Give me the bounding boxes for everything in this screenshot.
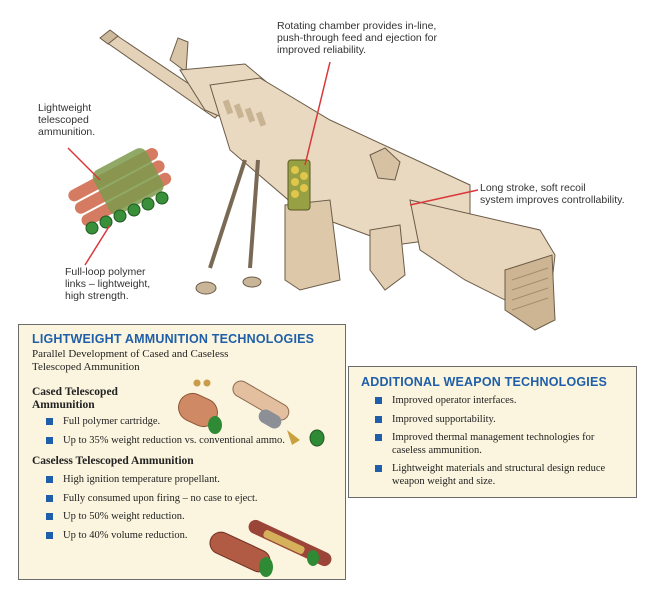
cased-ammo-illustration: [178, 379, 325, 447]
cased-heading-line: Cased Telescoped: [32, 386, 118, 398]
links-callout-line: [84, 224, 111, 266]
callout-line: Full-loop polymer: [65, 266, 146, 278]
caseless-ammo-illustration: [209, 519, 332, 577]
cased-list: Full polymer cartridge. Up to 35% weight…: [46, 416, 342, 447]
weapon-technologies-panel: ADDITIONAL WEAPON TECHNOLOGIES Improved …: [348, 366, 637, 498]
caseless-heading: Caseless Telescoped Ammunition: [32, 455, 194, 467]
subtitle-line: Telescoped Ammunition: [32, 361, 140, 373]
cased-heading-line: Ammunition: [32, 399, 95, 411]
chamber-callout: Rotating chamber provides in-line, push-…: [277, 20, 457, 56]
bipod: [208, 159, 260, 269]
weapon-list: Improved operator interfaces. Improved s…: [375, 395, 625, 494]
rotating-chamber-rounds: [287, 159, 311, 211]
chamber-callout-line: [304, 61, 331, 166]
recoil-callout: Long stroke, soft recoil system improves…: [480, 182, 640, 206]
callout-line: system improves controllability.: [480, 194, 625, 206]
callout-line: Long stroke, soft recoil: [480, 182, 586, 194]
recoil-callout-line: [409, 189, 479, 206]
list-item: Up to 40% volume reduction.: [46, 530, 342, 543]
ammo-technologies-panel: [18, 324, 346, 580]
weapon-panel-title: ADDITIONAL WEAPON TECHNOLOGIES: [361, 375, 608, 389]
subtitle-line: Parallel Development of Cased and Casele…: [32, 348, 229, 360]
list-item: Fully consumed upon firing – no case to …: [46, 493, 342, 506]
list-item: High ignition temperature propellant.: [46, 474, 342, 487]
list-item: Improved thermal management technologies…: [375, 432, 625, 457]
magazine-box: [284, 199, 341, 291]
cased-heading: Cased Telescoped Ammunition: [32, 386, 342, 412]
callout-line: improved reliability.: [277, 44, 367, 56]
ammo-technologies-content: LIGHTWEIGHT AMMUNITION TECHNOLOGIES Para…: [32, 332, 342, 548]
list-item: Improved operator interfaces.: [375, 395, 625, 408]
ammo-belt: [68, 148, 172, 235]
rear-sight: [369, 147, 401, 181]
ammo-callout: Lightweight telescoped ammunition.: [38, 102, 128, 138]
list-item: Up to 50% weight reduction.: [46, 511, 342, 524]
callout-line: high strength.: [65, 290, 129, 302]
callout-line: ammunition.: [38, 126, 96, 138]
links-callout: Full-loop polymer links – lightweight, h…: [65, 266, 175, 302]
callout-line: Lightweight: [38, 102, 92, 114]
callout-line: Rotating chamber provides in-line,: [277, 20, 437, 32]
ammo-panel-title: LIGHTWEIGHT AMMUNITION TECHNOLOGIES: [32, 332, 315, 346]
pistol-grip: [369, 224, 406, 291]
list-item: Up to 35% weight reduction vs. conventio…: [46, 435, 342, 448]
list-item: Improved supportability.: [375, 414, 625, 427]
callout-line: telescoped: [38, 114, 89, 126]
callout-line: push-through feed and ejection for: [277, 32, 437, 44]
ammo-callout-line: [67, 147, 101, 181]
callout-line: links – lightweight,: [65, 278, 151, 290]
list-item: Lightweight materials and structural des…: [375, 463, 625, 488]
list-item: Full polymer cartridge.: [46, 416, 342, 429]
front-sight: [169, 37, 189, 73]
caseless-list: High ignition temperature propellant. Fu…: [46, 474, 342, 542]
ammo-panel-subtitle: Parallel Development of Cased and Casele…: [32, 348, 342, 374]
